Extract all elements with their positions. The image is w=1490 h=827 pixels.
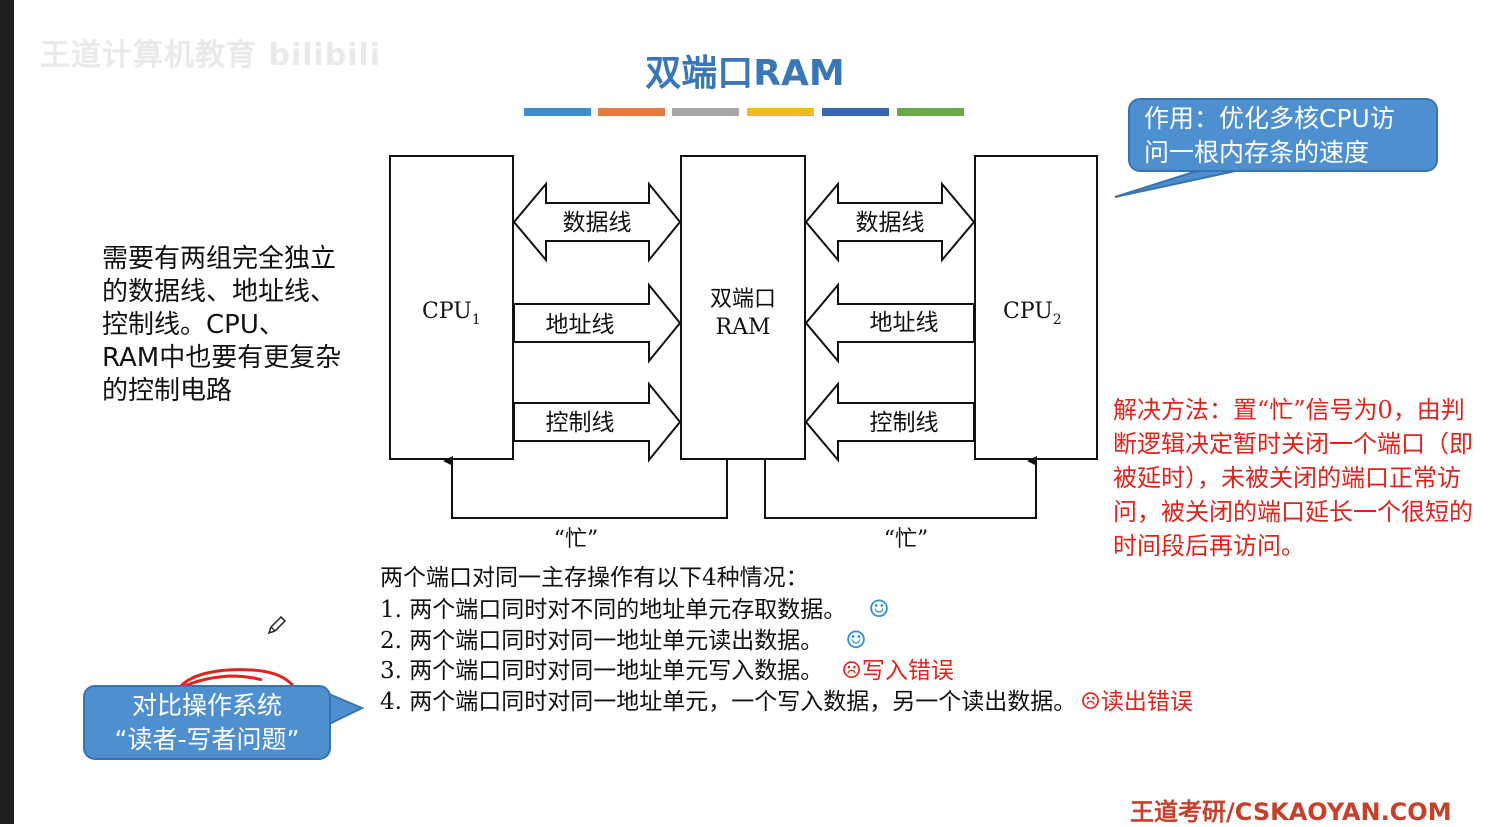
- stripe: [897, 108, 964, 116]
- case-item: 3. 两个端口同时对同一地址单元写入数据。 ☹写入错误: [380, 656, 1480, 687]
- callout-purpose: 作用：优化多核CPU访 问一根内存条的速度: [1128, 98, 1438, 172]
- case-item: 2. 两个端口同时对同一地址单元读出数据。 ☺: [380, 625, 1480, 656]
- right-control-bus-arrow: [804, 381, 975, 463]
- cases-list: 两个端口对同一主存操作有以下4种情况： 1. 两个端口同时对不同的地址单元存取数…: [380, 563, 1480, 718]
- frown-icon: ☹读出错误: [1080, 689, 1193, 715]
- case-text: 3. 两个端口同时对同一地址单元写入数据。: [380, 658, 824, 684]
- stripe: [672, 108, 739, 116]
- footer-brand: 王道考研/CSKAOYAN.COM: [1130, 798, 1452, 826]
- left-ctrl-line-label: 控制线: [546, 410, 615, 436]
- left-address-bus-arrow: [513, 282, 682, 364]
- left-addr-line-label: 地址线: [546, 312, 615, 338]
- ram-label-line1: 双端口: [710, 287, 776, 312]
- cpu2-label: CPU2: [1003, 299, 1062, 328]
- right-ctrl-line-label: 控制线: [870, 410, 939, 436]
- solution-note: 解决方法：置“忙”信号为0，由判断逻辑决定暂时关闭一个端口（即被延时），未被关闭…: [1113, 396, 1473, 560]
- callout-top-pointer: [1114, 169, 1241, 198]
- callout-purpose-line: 问一根内存条的速度: [1144, 138, 1370, 167]
- busy-label-left: “忙”: [554, 527, 599, 552]
- stripe: [598, 108, 665, 116]
- busy-line-right: [764, 456, 1037, 519]
- right-data-bus-arrow: [804, 181, 976, 263]
- frown-icon: ☹写入错误: [841, 658, 954, 684]
- smile-icon: ☺: [868, 595, 890, 623]
- case-item: 1. 两个端口同时对不同的地址单元存取数据。 ☺: [380, 594, 1480, 625]
- stripe: [524, 108, 591, 116]
- busy-line-left: [443, 456, 728, 519]
- cpu1-box: [389, 155, 514, 460]
- case-item: 4. 两个端口同时对同一地址单元，一个写入数据，另一个读出数据。☹读出错误: [380, 687, 1480, 718]
- callout-compare-os: 对比操作系统 “读者-写者问题”: [83, 685, 331, 760]
- case-text: 2. 两个端口同时对同一地址单元读出数据。: [380, 628, 824, 654]
- cpu1-label: CPU1: [422, 299, 481, 328]
- callout-purpose-line: 作用：优化多核CPU访: [1144, 104, 1395, 133]
- case-text: 4. 两个端口同时对同一地址单元，一个写入数据，另一个读出数据。: [380, 689, 1077, 715]
- callout-bottom-pointer: [328, 692, 365, 726]
- cases-intro: 两个端口对同一主存操作有以下4种情况：: [380, 565, 809, 591]
- callout-compare-line: 对比操作系统: [131, 691, 282, 720]
- left-note: 需要有两组完全独立的数据线、地址线、控制线。CPU、RAM中也要有更复杂的控制电…: [102, 244, 342, 406]
- case-text: 1. 两个端口同时对不同的地址单元存取数据。: [380, 597, 847, 623]
- stripe: [747, 108, 814, 116]
- right-data-line-label: 数据线: [856, 210, 925, 236]
- ram-box: [680, 155, 806, 460]
- left-edge-bar: [0, 0, 14, 824]
- busy-label-right: “忙”: [884, 527, 929, 552]
- right-address-bus-arrow: [804, 282, 975, 364]
- cpu2-box: [974, 155, 1098, 460]
- callout-compare-line: “读者-写者问题”: [114, 725, 300, 754]
- left-data-bus-arrow: [512, 181, 682, 263]
- left-control-bus-arrow: [513, 381, 682, 463]
- pencil-icon[interactable]: [266, 614, 288, 636]
- left-data-line-label: 数据线: [563, 210, 632, 236]
- watermark: 王道计算机教育 bilibili: [40, 38, 382, 73]
- ram-label-line2: RAM: [716, 315, 771, 340]
- slide-title: 双端口RAM: [645, 53, 845, 94]
- right-addr-line-label: 地址线: [870, 310, 939, 336]
- smile-icon: ☺: [845, 626, 867, 654]
- stripe: [822, 108, 889, 116]
